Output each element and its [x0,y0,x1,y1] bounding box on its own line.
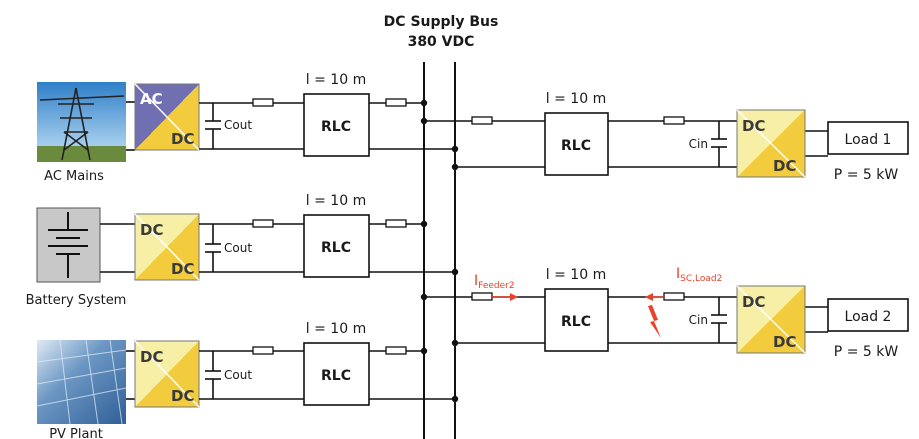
fuse-icon [253,347,273,354]
source-ac-mains: AC Mains AC DC Cout RLC l = 10 m [37,72,458,184]
rlc-label: RLC [321,240,351,256]
ac-dc-converter: AC DC [135,84,199,150]
line-length-label: l = 10 m [546,267,606,283]
converter-output-label: DC [773,333,796,351]
rlc-label: RLC [561,314,591,330]
converter-input-label: DC [742,293,765,311]
capacitor-label: Cout [224,118,252,132]
capacitor-label: Cin [689,313,708,327]
source-name: PV Plant [49,427,103,439]
source-battery-system: Battery System DC DC Cout RLC l = 10 m [26,193,459,308]
capacitor-label: Cin [689,137,708,151]
load-name: Load 1 [845,132,892,148]
line-length-label: l = 10 m [306,193,366,209]
load-branch-2: IFeeder2 ISC,Load2 RLC l = 10 m Cin DC D… [421,266,908,360]
source-pv-plant: PV Plant DC DC Cout RLC l = 10 m [37,321,458,439]
load-power: P = 5 kW [834,167,899,183]
fuse-icon [253,99,273,106]
fuse-icon [386,99,406,106]
fuse-icon [664,293,684,300]
capacitor-label: Cout [224,241,252,255]
source-name: AC Mains [44,169,104,184]
feeder-current-label: IFeeder2 [474,273,515,291]
dc-dc-converter: DC DC [737,286,805,353]
line-length-label: l = 10 m [306,72,366,88]
fuse-icon [253,220,273,227]
rlc-label: RLC [321,368,351,384]
short-circuit-current-label: ISC,Load2 [676,266,722,284]
line-length-label: l = 10 m [546,91,606,107]
converter-output-label: DC [171,260,194,278]
fuse-icon [386,220,406,227]
fuse-icon [472,293,492,300]
fuse-icon [386,347,406,354]
converter-output-label: DC [171,387,194,405]
load-name: Load 2 [845,309,892,325]
ac-mains-pylon-icon [37,82,126,162]
dc-dc-converter: DC DC [737,110,805,177]
bus-voltage: 380 VDC [408,34,475,50]
line-length-label: l = 10 m [306,321,366,337]
fuse-icon [472,117,492,124]
load-branch-1: RLC l = 10 m Cin DC DC Load 1 P = 5 kW [421,91,908,183]
rlc-label: RLC [321,119,351,135]
load-power: P = 5 kW [834,344,899,360]
converter-output-label: DC [773,157,796,175]
feeder-current-arrow-icon [492,293,518,301]
rlc-label: RLC [561,138,591,154]
solar-panel-icon [37,340,126,424]
converter-input-label: DC [742,117,765,135]
battery-icon [37,208,100,282]
converter-input-label: DC [140,221,163,239]
short-circuit-current-arrow-icon [645,293,664,301]
capacitor-label: Cout [224,368,252,382]
dc-dc-converter: DC DC [135,341,199,407]
bus-title: DC Supply Bus [384,14,499,30]
converter-input-label: DC [140,348,163,366]
fuse-icon [664,117,684,124]
fault-lightning-icon [648,305,661,338]
source-name: Battery System [26,293,127,308]
dc-dc-converter: DC DC [135,214,199,280]
converter-output-label: DC [171,130,194,148]
converter-input-label: AC [140,90,163,108]
